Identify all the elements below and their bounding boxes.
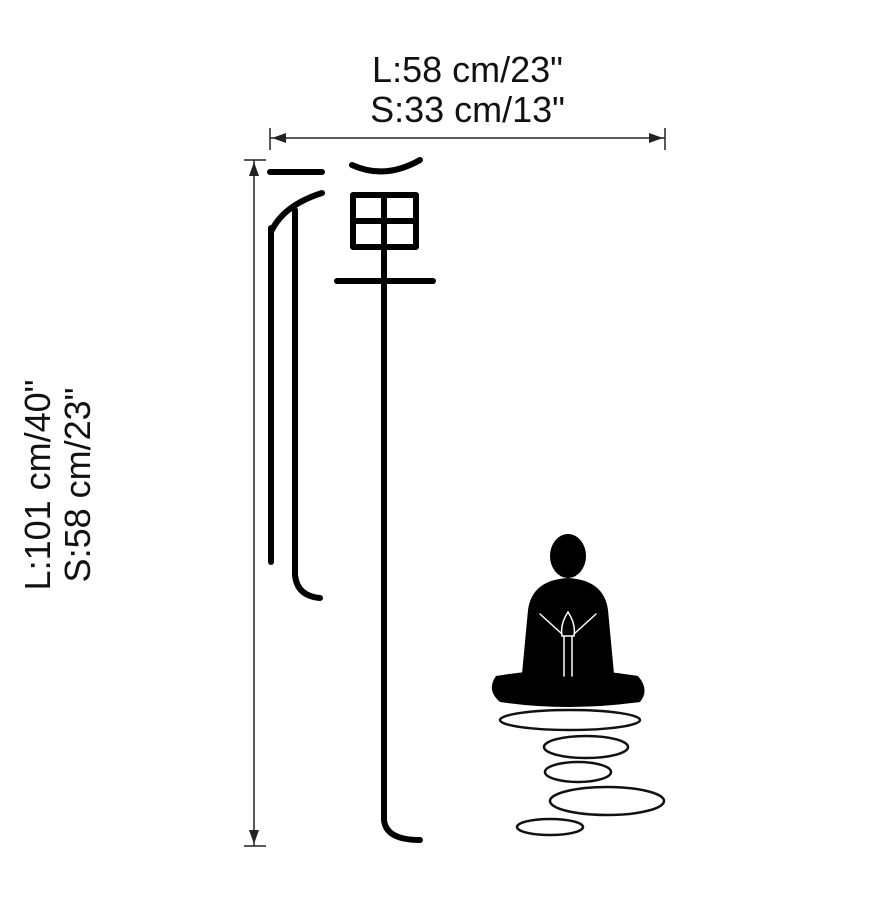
figure-head xyxy=(550,534,586,578)
height-large-label: L:101 cm/40" xyxy=(17,379,58,591)
height-dimension-arrow xyxy=(244,159,266,847)
figure-body xyxy=(522,578,614,674)
stone-2 xyxy=(542,734,630,760)
stone-4 xyxy=(548,785,666,817)
height-dimension-label: L:101 cm/40" S:58 cm/23" xyxy=(17,305,98,665)
width-dimension-arrow xyxy=(269,128,666,150)
stone-5 xyxy=(515,817,585,837)
height-small-label: S:58 cm/23" xyxy=(57,387,98,583)
stone-3 xyxy=(543,760,613,784)
figure-legs xyxy=(491,670,645,707)
width-large-label: L:58 cm/23" xyxy=(372,49,563,90)
width-dimension-label: L:58 cm/23" S:33 cm/13" xyxy=(270,50,665,130)
width-small-label: S:33 cm/13" xyxy=(370,89,565,130)
stone-1 xyxy=(498,708,642,732)
